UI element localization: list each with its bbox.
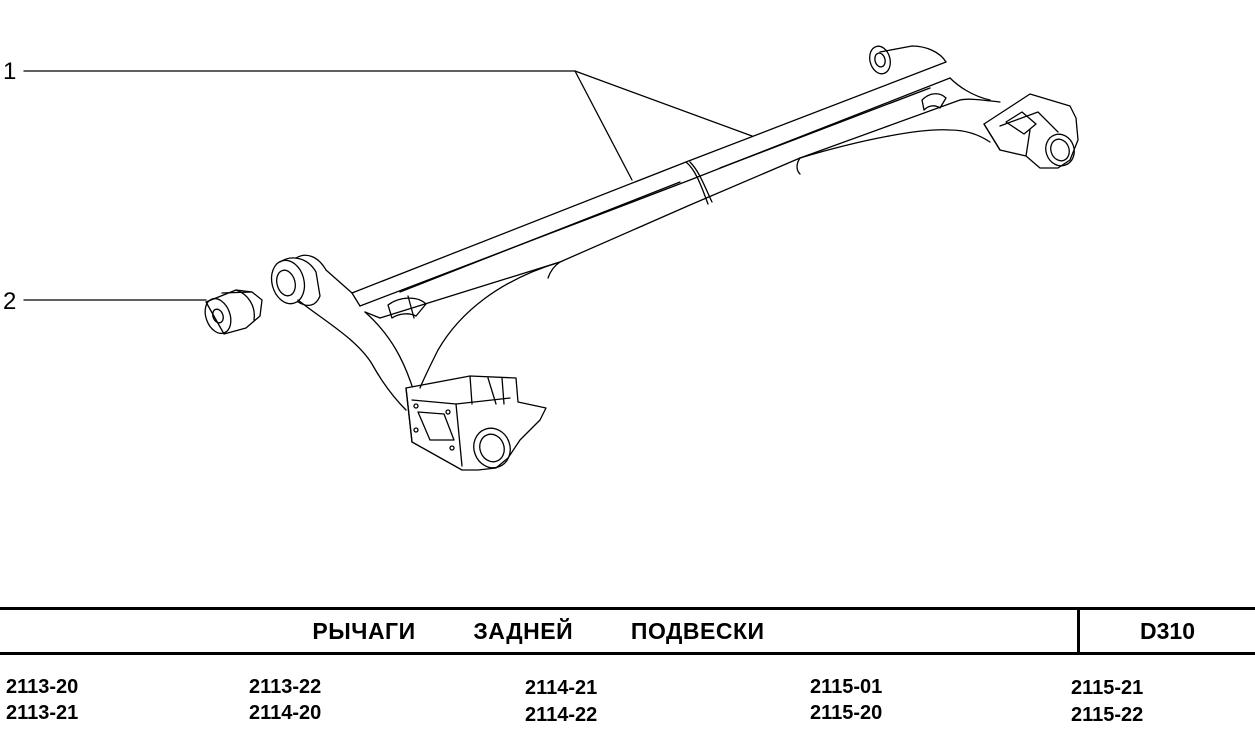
sheet-code: D310 <box>1140 618 1195 644</box>
silent-block-bushing <box>204 289 263 335</box>
model-code: 2115-22 <box>1071 704 1144 726</box>
model-code: 2113-21 <box>6 702 79 724</box>
title-block: РЫЧАГИ ЗАДНЕЙ ПОДВЕСКИ D310 <box>0 607 1255 655</box>
callout-number-2: 2 <box>3 288 17 315</box>
callout-1-leader <box>23 70 753 181</box>
title-divider <box>1077 610 1080 652</box>
model-code: 2115-21 <box>1071 677 1144 699</box>
callout-number-1: 1 <box>3 58 17 85</box>
model-code: 2114-20 <box>249 702 322 724</box>
model-code: 2113-22 <box>249 676 322 698</box>
rear-suspension-arms-drawing <box>23 45 1079 471</box>
model-code: 2113-20 <box>6 676 79 698</box>
model-code: 2114-22 <box>525 704 598 726</box>
model-code: 2115-20 <box>810 702 883 724</box>
model-code: 2114-21 <box>525 677 598 699</box>
page-title: РЫЧАГИ ЗАДНЕЙ ПОДВЕСКИ <box>312 618 765 644</box>
rear-beam-assembly <box>270 45 1079 471</box>
model-code: 2115-01 <box>810 676 883 698</box>
